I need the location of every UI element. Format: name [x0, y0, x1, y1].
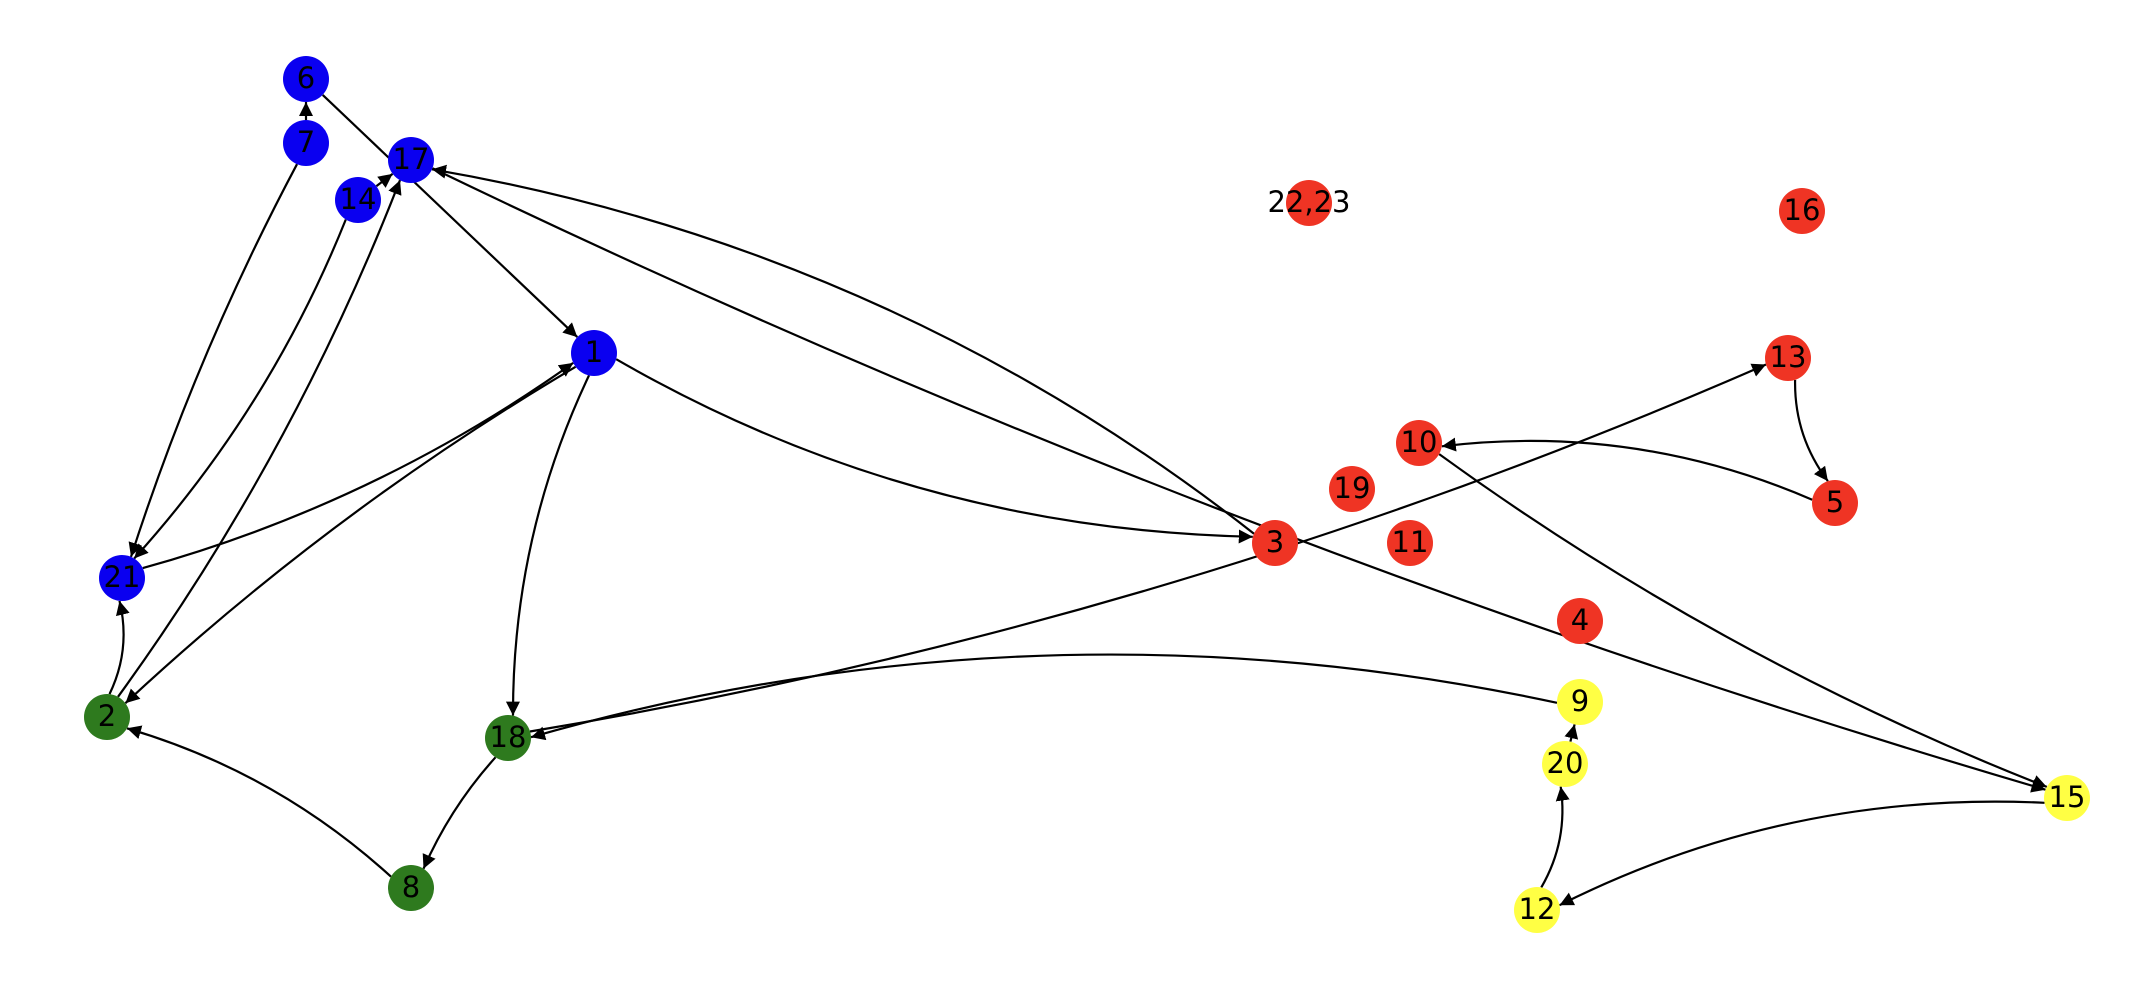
- node-1: 1: [571, 330, 617, 376]
- node-18-circle: [485, 715, 531, 761]
- node-9-label: 9: [1571, 684, 1589, 718]
- edge-9-to-18: [530, 653, 1558, 741]
- node-12-label: 12: [1519, 892, 1556, 926]
- edge-21-to-1: [142, 362, 574, 570]
- edge-10-to-15: [1438, 453, 2048, 789]
- edge-1-to-3: [615, 358, 1253, 544]
- node-2-circle: [84, 694, 130, 740]
- node-10-circle: [1396, 420, 1442, 466]
- edge-2-to-17: [117, 179, 402, 698]
- edge-17-to-15: [432, 167, 2046, 793]
- node-20-label: 20: [1547, 746, 1584, 780]
- node-5: 5: [1812, 480, 1858, 526]
- edge-13-to-5: [1793, 379, 1829, 482]
- edge-1-to-18: [505, 374, 590, 716]
- node-14: 14: [335, 177, 381, 223]
- node-10-label: 10: [1401, 425, 1438, 459]
- edge-20-to-9: [1564, 724, 1579, 742]
- node-15-label: 15: [2049, 780, 2086, 814]
- edge-1-to-2: [124, 365, 577, 705]
- node-17: 17: [388, 137, 434, 183]
- node-22-23-circle: [1286, 180, 1332, 226]
- node-6-circle: [283, 56, 329, 102]
- node-20: 20: [1542, 741, 1588, 787]
- edge-12-to-20: [1540, 786, 1570, 888]
- node-14-label: 14: [340, 182, 377, 216]
- node-4-circle: [1557, 598, 1603, 644]
- node-8-circle: [388, 865, 434, 911]
- node-11-label: 11: [1392, 525, 1429, 559]
- node-1-label: 1: [585, 335, 603, 369]
- edge-5-to-10: [1441, 437, 1813, 501]
- edge-18-to-13: [529, 363, 1767, 733]
- node-10: 10: [1396, 420, 1442, 466]
- node-5-label: 5: [1826, 485, 1844, 519]
- node-3-circle: [1252, 520, 1298, 566]
- edges-layer: [108, 94, 2048, 907]
- node-18-label: 18: [490, 720, 527, 754]
- node-21: 21: [99, 555, 145, 601]
- node-18: 18: [485, 715, 531, 761]
- node-21-circle: [99, 555, 145, 601]
- node-9-circle: [1557, 679, 1603, 725]
- node-2-label: 2: [98, 699, 116, 733]
- node-11-circle: [1387, 520, 1433, 566]
- node-13-circle: [1765, 335, 1811, 381]
- node-19: 19: [1329, 466, 1375, 512]
- node-17-circle: [388, 137, 434, 183]
- edge-15-to-12: [1559, 800, 2045, 907]
- edge-3-to-17: [431, 164, 1255, 535]
- node-22-23-label: 22,23: [1267, 185, 1350, 219]
- node-22-23: 22,23: [1267, 180, 1351, 226]
- edge-2-to-21: [108, 600, 130, 695]
- node-2: 2: [84, 694, 130, 740]
- node-13-label: 13: [1770, 340, 1807, 374]
- node-16-label: 16: [1784, 193, 1821, 227]
- node-7: 7: [283, 120, 329, 166]
- edge-14-to-21: [133, 219, 347, 560]
- node-6: 6: [283, 56, 329, 102]
- node-21-label: 21: [104, 560, 141, 594]
- edge-6-to-1: [321, 94, 579, 338]
- node-6-label: 6: [297, 61, 315, 95]
- node-3-label: 3: [1266, 525, 1284, 559]
- node-15-circle: [2044, 775, 2090, 821]
- node-8: 8: [388, 865, 434, 911]
- edge-7-to-21: [128, 163, 298, 558]
- node-8-label: 8: [402, 870, 420, 904]
- node-3: 3: [1252, 520, 1298, 566]
- node-16-circle: [1779, 188, 1825, 234]
- edge-18-to-8: [422, 756, 497, 870]
- node-15: 15: [2044, 775, 2090, 821]
- edge-8-to-2: [126, 725, 392, 878]
- node-4: 4: [1557, 598, 1603, 644]
- node-19-label: 19: [1334, 471, 1371, 505]
- node-5-circle: [1812, 480, 1858, 526]
- node-11: 11: [1387, 520, 1433, 566]
- nodes-layer: 6 7 14 17 1 21 2 18 8 22,23 16 13 10 19 5 3 11 4 9 20 15 12: [84, 56, 2090, 933]
- edge-14-to-17: [375, 173, 394, 188]
- node-7-label: 7: [297, 125, 315, 159]
- node-17-label: 17: [393, 142, 430, 176]
- node-20-circle: [1542, 741, 1588, 787]
- node-13: 13: [1765, 335, 1811, 381]
- node-9: 9: [1557, 679, 1603, 725]
- node-4-label: 4: [1571, 603, 1589, 637]
- node-7-circle: [283, 120, 329, 166]
- node-16: 16: [1779, 188, 1825, 234]
- node-12-circle: [1514, 887, 1560, 933]
- node-12: 12: [1514, 887, 1560, 933]
- node-14-circle: [335, 177, 381, 223]
- node-1-circle: [571, 330, 617, 376]
- node-19-circle: [1329, 466, 1375, 512]
